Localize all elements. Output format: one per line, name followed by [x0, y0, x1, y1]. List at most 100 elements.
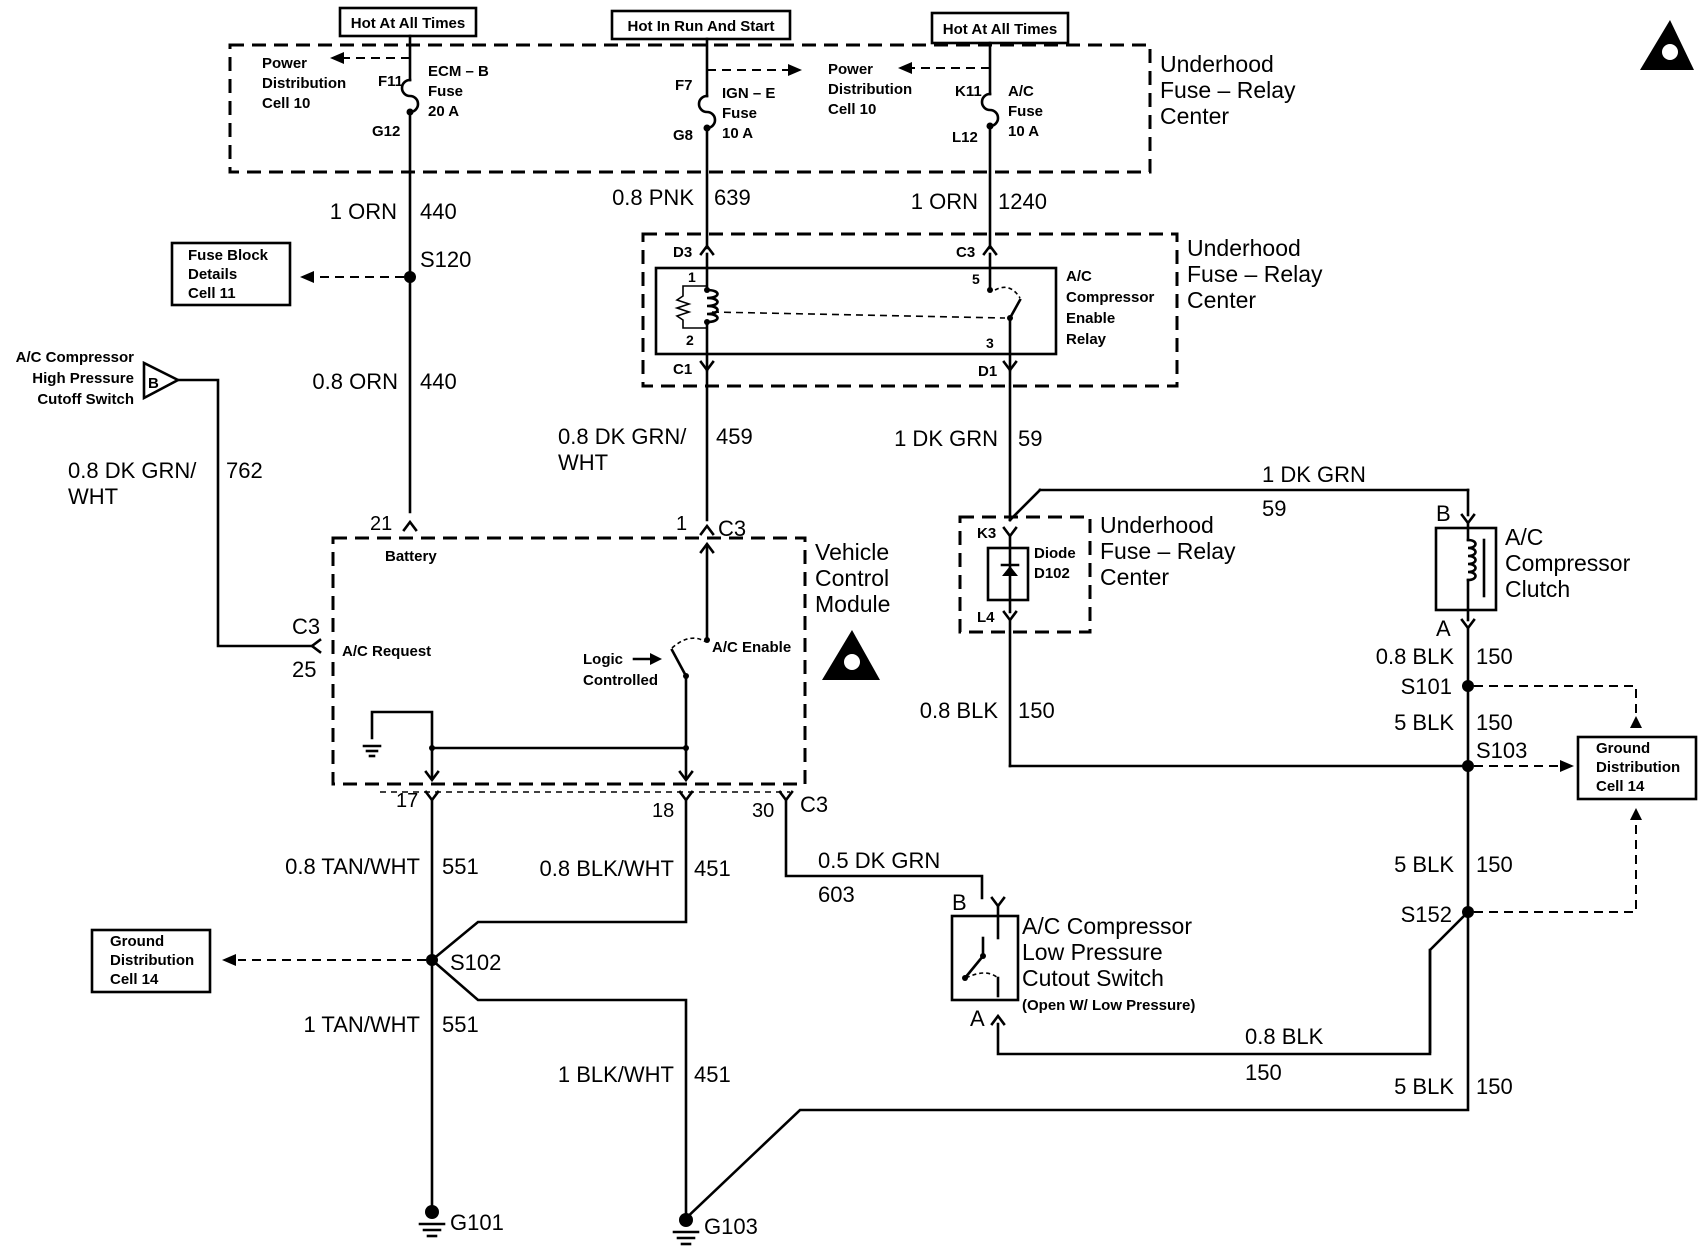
fuse-ecm-b-icon: [400, 78, 420, 114]
svg-text:10 A: 10 A: [722, 125, 753, 142]
svg-text:639: 639: [714, 185, 751, 210]
fuse-ac-label: A/C Fuse 10 A: [1008, 83, 1043, 140]
relay-coil-icon: [705, 288, 719, 324]
svg-text:1 ORN: 1 ORN: [911, 189, 978, 214]
svg-text:0.5 DK GRN: 0.5 DK GRN: [818, 848, 940, 873]
low-switch-label: A/C Compressor Low Pressure Cutout Switc…: [1022, 913, 1195, 1014]
wire-label-150-clutch: 0.8 BLK 150: [1376, 644, 1513, 669]
wire-label-150-bottom: 5 BLK 150: [1394, 1074, 1513, 1099]
wire-label-150-diode: 0.8 BLK 150: [920, 698, 1055, 723]
svg-text:1 TAN/WHT: 1 TAN/WHT: [303, 1012, 420, 1037]
svg-text:440: 440: [420, 369, 457, 394]
svg-text:Cell 14: Cell 14: [1596, 778, 1645, 795]
svg-text:459: 459: [716, 424, 753, 449]
svg-text:Power: Power: [828, 61, 873, 78]
fuse-center-outline: [228, 43, 1152, 174]
pin-g8: G8: [673, 127, 693, 144]
svg-text:(Open W/ Low Pressure): (Open W/ Low Pressure): [1022, 997, 1195, 1014]
vcm-pin-18: 18: [652, 800, 674, 822]
svg-text:Fuse Block: Fuse Block: [188, 247, 269, 264]
wire-150-low: [996, 948, 1432, 1056]
svg-text:Diode: Diode: [1034, 545, 1076, 562]
ground-distribution-right-ref[interactable]: Ground Distribution Cell 14: [1576, 735, 1698, 801]
relay-resistor-icon: [674, 285, 707, 329]
pin-c3: C3: [956, 244, 975, 261]
svg-text:150: 150: [1245, 1060, 1282, 1085]
svg-text:Center: Center: [1187, 287, 1256, 313]
svg-text:Fuse: Fuse: [1008, 103, 1043, 120]
svg-text:59: 59: [1018, 426, 1042, 451]
vcm-connector-c3-bottom: C3: [800, 792, 828, 817]
ground-g103-label: G103: [704, 1214, 758, 1239]
vcm-connector-c3-left: C3: [292, 614, 320, 639]
fuse-block-details-ref[interactable]: Fuse Block Details Cell 11: [170, 241, 292, 307]
svg-text:Fuse: Fuse: [722, 105, 757, 122]
svg-text:Relay: Relay: [1066, 331, 1107, 348]
svg-text:150: 150: [1018, 698, 1055, 723]
svg-text:Distribution: Distribution: [262, 75, 346, 92]
clutch-label: A/C Compressor Clutch: [1505, 524, 1631, 602]
ground-g101-label: G101: [450, 1210, 504, 1235]
vcm-title: Vehicle Control Module: [815, 539, 890, 617]
clutch-pin-b: B: [1436, 501, 1451, 526]
vcm-connector-c3-top: C3: [718, 516, 746, 541]
relay-body: [654, 266, 1058, 356]
svg-text:Distribution: Distribution: [1596, 759, 1680, 776]
svg-text:1 BLK/WHT: 1 BLK/WHT: [558, 1062, 674, 1087]
splice-s101: [1462, 680, 1474, 692]
svg-text:Clutch: Clutch: [1505, 576, 1570, 602]
svg-text:Underhood: Underhood: [1100, 512, 1214, 538]
svg-text:Hot At All Times: Hot At All Times: [351, 15, 465, 32]
svg-text:0.8 BLK: 0.8 BLK: [1245, 1024, 1324, 1049]
pin-k3: K3: [977, 525, 996, 542]
wire-label-451-bottom: 1 BLK/WHT 451: [558, 1062, 731, 1087]
pin-d3: D3: [673, 244, 692, 261]
splice-s102: [426, 954, 438, 966]
svg-text:150: 150: [1476, 1074, 1513, 1099]
svg-text:762: 762: [226, 458, 263, 483]
wire-label-150-s103: 5 BLK 150: [1394, 852, 1513, 877]
splice-s103-label: S103: [1476, 738, 1527, 763]
svg-text:0.8 DK GRN/: 0.8 DK GRN/: [68, 458, 197, 483]
ground-distribution-left-ref[interactable]: Ground Distribution Cell 14: [90, 928, 212, 994]
fuse-ign-e-label: IGN – E Fuse 10 A: [722, 85, 775, 142]
vcm-ac-enable-label: A/C Enable: [712, 639, 791, 656]
svg-text:59: 59: [1262, 496, 1286, 521]
diode-fuse-center-title: Underhood Fuse – Relay Center: [1100, 512, 1236, 590]
supply-hot-all-times-right: Hot At All Times: [930, 11, 1070, 45]
svg-text:WHT: WHT: [68, 484, 118, 509]
svg-text:0.8 PNK: 0.8 PNK: [612, 185, 694, 210]
svg-text:Vehicle: Vehicle: [815, 539, 889, 565]
high-switch-connector-icon: [142, 360, 181, 401]
svg-text:451: 451: [694, 1062, 731, 1087]
esd-warning-icon-vcm: [822, 630, 880, 680]
supply-hot-all-times-left: Hot At All Times: [338, 6, 478, 38]
svg-text:D102: D102: [1034, 565, 1070, 582]
svg-text:Ground: Ground: [110, 933, 164, 950]
svg-text:Power: Power: [262, 55, 307, 72]
wire-150-bottom: [680, 910, 1470, 1224]
svg-text:0.8 BLK: 0.8 BLK: [1376, 644, 1455, 669]
vcm-pin-21: 21: [370, 513, 392, 535]
svg-text:2: 2: [686, 332, 694, 348]
diode-fuse-center-outline: [958, 515, 1092, 634]
diode-label: Diode D102: [1034, 545, 1076, 582]
clutch-body: [1434, 526, 1498, 612]
splice-s120-label: S120: [420, 247, 471, 272]
splice-s103: [1462, 760, 1474, 772]
svg-text:Cell 14: Cell 14: [110, 971, 159, 988]
svg-text:Cell 10: Cell 10: [828, 101, 876, 118]
svg-text:0.8 DK GRN/: 0.8 DK GRN/: [558, 424, 687, 449]
pin-l4: L4: [977, 609, 995, 626]
svg-text:1240: 1240: [998, 189, 1047, 214]
svg-text:Cell 11: Cell 11: [188, 285, 236, 302]
svg-text:5: 5: [972, 271, 980, 287]
svg-text:Fuse – Relay: Fuse – Relay: [1100, 538, 1236, 564]
svg-text:Control: Control: [815, 565, 889, 591]
svg-text:A/C: A/C: [1066, 268, 1092, 285]
relay-fuse-center-outline: [641, 232, 1179, 388]
svg-text:Compressor: Compressor: [1505, 550, 1631, 576]
pin-l12: L12: [952, 129, 978, 146]
svg-text:Hot In Run And Start: Hot In Run And Start: [628, 18, 775, 35]
svg-text:A/C Compressor: A/C Compressor: [16, 349, 135, 366]
